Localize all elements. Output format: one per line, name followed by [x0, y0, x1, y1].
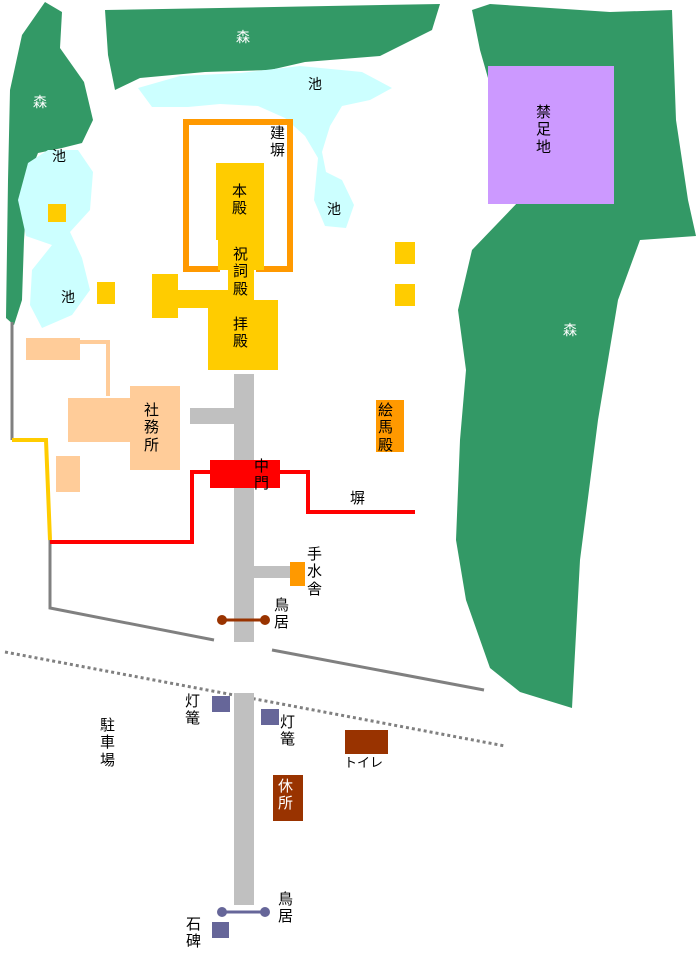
emaden-building [376, 400, 404, 452]
haiden-building [208, 300, 278, 370]
label-chumon: 中 門 [254, 457, 270, 493]
label-pond-left-lower: 池 [61, 290, 75, 306]
toilet-building [345, 730, 388, 754]
pond-left [18, 150, 93, 328]
torii-inner-post-left [217, 615, 227, 625]
torii-outer-post-right [260, 907, 270, 917]
label-pond-left-upper: 池 [52, 149, 66, 165]
label-torii-outer: 鳥 居 [278, 890, 294, 926]
torii-inner-post-right [260, 615, 270, 625]
corridor-left [176, 290, 228, 308]
stone-monument [212, 922, 229, 938]
temizusha-building [290, 562, 305, 586]
label-temizusha: 手 水 舎 [307, 545, 323, 598]
label-lantern-left: 灯 篭 [185, 692, 201, 728]
forest-top [105, 4, 440, 90]
office-connector [80, 340, 110, 396]
path-main [234, 374, 254, 642]
norito-building-upper [218, 240, 264, 256]
chumon-gate [210, 460, 280, 488]
office-annex-top [26, 338, 80, 360]
label-norito: 祝 詞 殿 [233, 245, 249, 298]
label-pond-top: 池 [308, 77, 322, 93]
side-building-left [152, 274, 178, 318]
label-haiden: 拝 殿 [233, 315, 249, 351]
label-shamusho: 社 務 所 [144, 401, 160, 454]
small-building-b [97, 282, 115, 304]
lantern-left [212, 696, 230, 712]
label-toilet: トイレ [344, 756, 384, 771]
office-annex-bottom [56, 456, 80, 492]
small-building-c [395, 242, 415, 264]
path-temizu [252, 566, 292, 578]
torii-outer-post-left [217, 907, 227, 917]
small-building-a [48, 204, 66, 222]
fence-orange [183, 119, 293, 272]
label-emaden: 絵 馬 殿 [378, 401, 394, 454]
fence-yellow [12, 438, 52, 541]
wall-right [280, 470, 415, 514]
label-forbidden: 禁 足 地 [536, 103, 552, 156]
wall-left [50, 470, 210, 544]
label-forest-top: 森 [236, 30, 250, 46]
label-forest-left: 森 [33, 95, 47, 111]
norito-building-wide [218, 256, 264, 270]
office-building-wing [130, 386, 180, 470]
rest-house [273, 775, 303, 821]
label-honden: 本 殿 [232, 182, 248, 218]
forest-left [6, 2, 93, 325]
label-forest-right: 森 [563, 323, 577, 339]
lantern-right [261, 709, 279, 725]
road-left-lower [48, 540, 215, 642]
road-right [271, 648, 485, 692]
honden-building [216, 163, 264, 240]
label-parking: 駐 車 場 [100, 716, 116, 769]
label-stone: 石 碑 [186, 915, 202, 951]
forbidden-area [488, 66, 614, 204]
label-rest: 休 所 [278, 777, 294, 813]
label-pond-right: 池 [327, 202, 341, 218]
label-wall: 塀 [350, 489, 366, 507]
path-office [190, 408, 238, 424]
small-building-d [395, 284, 415, 306]
boundary-dotted-line [4, 650, 506, 748]
label-mizugaki: 建 塀 [270, 124, 286, 160]
label-torii-inner: 鳥 居 [274, 596, 290, 632]
pond-top [138, 66, 392, 228]
path-outer [234, 693, 254, 905]
label-lantern-right: 灯 篭 [280, 713, 296, 749]
